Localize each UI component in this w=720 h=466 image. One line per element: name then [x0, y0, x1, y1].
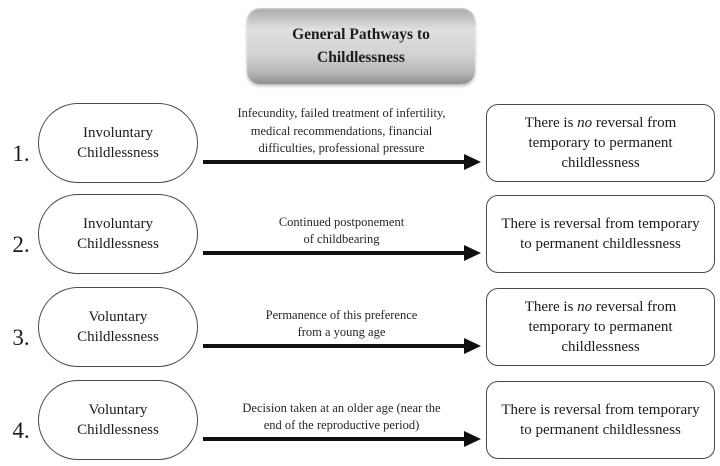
outcome-text: There is no reversal from temporary to p… — [524, 298, 677, 356]
outcome-emphasis: no — [577, 298, 593, 315]
pathway-label: Permanence of this preference from a you… — [265, 307, 418, 340]
outcome-text: There is reversal from temporary to perm… — [501, 215, 700, 252]
pathway-zone: Continued postponement of childbearing — [200, 194, 483, 274]
pathway-row-1: 1. Involuntary Childlessness Infecundity… — [0, 103, 720, 183]
diagram-title: General Pathways to Childlessness — [247, 8, 475, 84]
category-oval: Voluntary Childlessness — [38, 287, 198, 367]
arrow-line — [203, 344, 464, 348]
arrow-head — [464, 338, 481, 354]
row-number: 4. — [12, 418, 30, 443]
pathway-zone: Infecundity, failed treatment of inferti… — [200, 103, 483, 183]
pathway-row-2: 2. Involuntary Childlessness Continued p… — [0, 194, 720, 274]
arrow-head — [464, 431, 481, 447]
row-number: 2. — [12, 232, 30, 257]
outcome-text: There is reversal from temporary to perm… — [501, 401, 700, 438]
arrow-line — [203, 251, 464, 255]
outcome-emphasis: no — [577, 114, 593, 131]
pathway-label: Infecundity, failed treatment of inferti… — [237, 105, 446, 156]
right-arrow-icon — [203, 245, 481, 261]
arrow-line — [203, 437, 464, 441]
pathway-zone: Permanence of this preference from a you… — [200, 287, 483, 367]
arrow-head — [464, 245, 481, 261]
category-oval: Involuntary Childlessness — [38, 103, 198, 183]
row-number: 1. — [12, 141, 30, 166]
category-oval: Voluntary Childlessness — [38, 380, 198, 460]
arrow-head — [464, 154, 481, 170]
right-arrow-icon — [203, 338, 481, 354]
pathway-row-3: 3. Voluntary Childlessness Permanence of… — [0, 287, 720, 367]
outcome-box: There is no reversal from temporary to p… — [486, 288, 715, 366]
outcome-text: There is no reversal from temporary to p… — [524, 114, 677, 172]
outcome-box: There is reversal from temporary to perm… — [486, 381, 715, 459]
right-arrow-icon — [203, 431, 481, 447]
right-arrow-icon — [203, 154, 481, 170]
pathway-label: Continued postponement of childbearing — [278, 214, 405, 247]
pathway-zone: Decision taken at an older age (near the… — [200, 380, 483, 460]
arrow-line — [203, 160, 464, 164]
category-oval: Involuntary Childlessness — [38, 194, 198, 274]
pathway-row-4: 4. Voluntary Childlessness Decision take… — [0, 380, 720, 460]
row-number: 3. — [12, 325, 30, 350]
pathway-label: Decision taken at an older age (near the… — [242, 400, 441, 433]
outcome-box: There is reversal from temporary to perm… — [486, 195, 715, 273]
outcome-box: There is no reversal from temporary to p… — [486, 104, 715, 182]
